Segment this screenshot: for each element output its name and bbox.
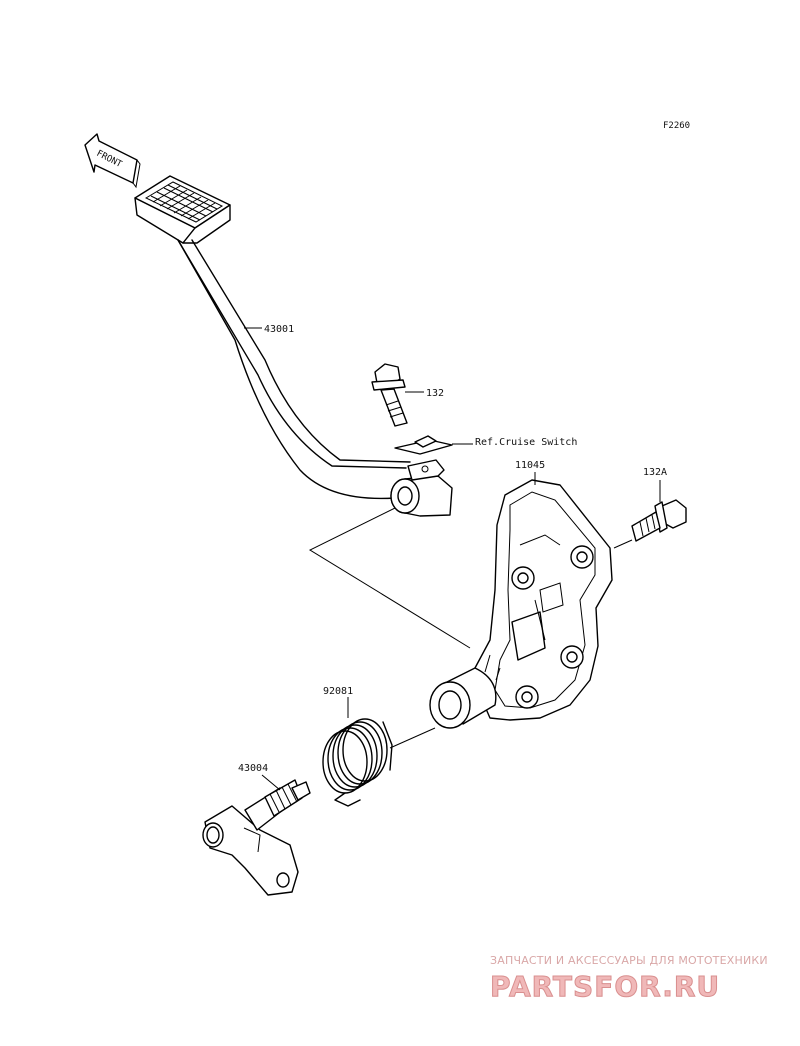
bolt-132a-part xyxy=(631,499,687,542)
reference-cruise-switch: Ref.Cruise Switch xyxy=(475,437,577,448)
part-label-92081: 92081 xyxy=(323,686,353,697)
pedal-shaft-lever-part xyxy=(202,779,311,896)
part-label-132a: 132A xyxy=(643,467,667,478)
part-label-132: 132 xyxy=(426,388,444,399)
pivot-boss xyxy=(429,667,497,729)
part-label-11045: 11045 xyxy=(515,460,545,471)
assembly-guide-line-upper xyxy=(308,507,471,649)
pedal-pad-grip-pattern xyxy=(144,181,224,223)
leader-43004 xyxy=(261,774,281,791)
assembly-guide-line-lower xyxy=(389,727,436,749)
watermark-brand: PARTSFOR.RU xyxy=(490,970,720,1003)
bolt-132-part xyxy=(371,363,408,427)
part-label-43001: 43001 xyxy=(264,324,294,335)
watermark-tagline: ЗАПЧАСТИ И АКСЕССУАРЫ ДЛЯ МОТОТЕХНИКИ xyxy=(490,954,768,967)
front-direction-arrow: FRONT xyxy=(84,133,141,189)
part-label-43004: 43004 xyxy=(238,763,268,774)
figure-code: F2260 xyxy=(663,121,690,131)
brake-pedal-part xyxy=(134,175,453,517)
pedal-bracket-part xyxy=(474,479,613,721)
watermark: ЗАПЧАСТИ И АКСЕССУАРЫ ДЛЯ МОТОТЕХНИКИ PA… xyxy=(490,954,768,1004)
return-spring-part xyxy=(322,718,393,807)
assembly-guide-line-132a xyxy=(613,539,633,549)
cruise-switch-bracket xyxy=(394,435,453,455)
